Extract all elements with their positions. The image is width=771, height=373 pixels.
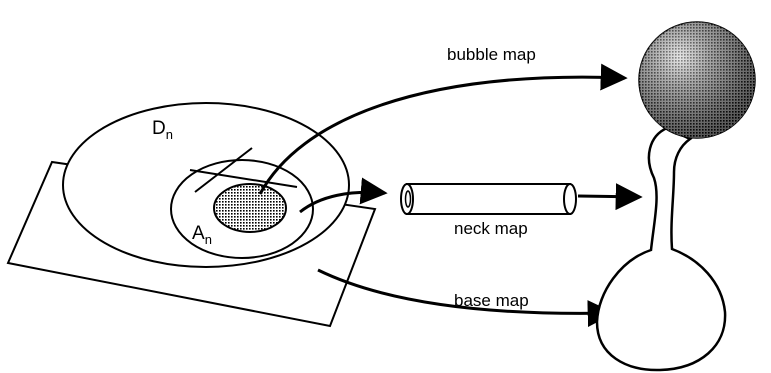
a-n-label: An [192,223,212,247]
neck-map-label: neck map [454,219,528,238]
bubble-map-label: bubble map [447,45,536,64]
base-map-arrow [317,268,615,328]
bubble-ball-stipple [639,22,755,138]
base-map-label: base map [454,291,529,310]
neck-cylinder [400,183,577,215]
cross-line-2 [194,147,253,193]
bubble-surface [595,126,727,372]
inner-disk [213,183,287,233]
neck-input-arrow [299,177,388,214]
plane [6,160,377,328]
d-n-label: Dn [152,118,173,142]
neck-map-arrow [577,183,643,211]
bubble-map-arrow [258,63,628,195]
cross-line-1 [189,169,298,188]
